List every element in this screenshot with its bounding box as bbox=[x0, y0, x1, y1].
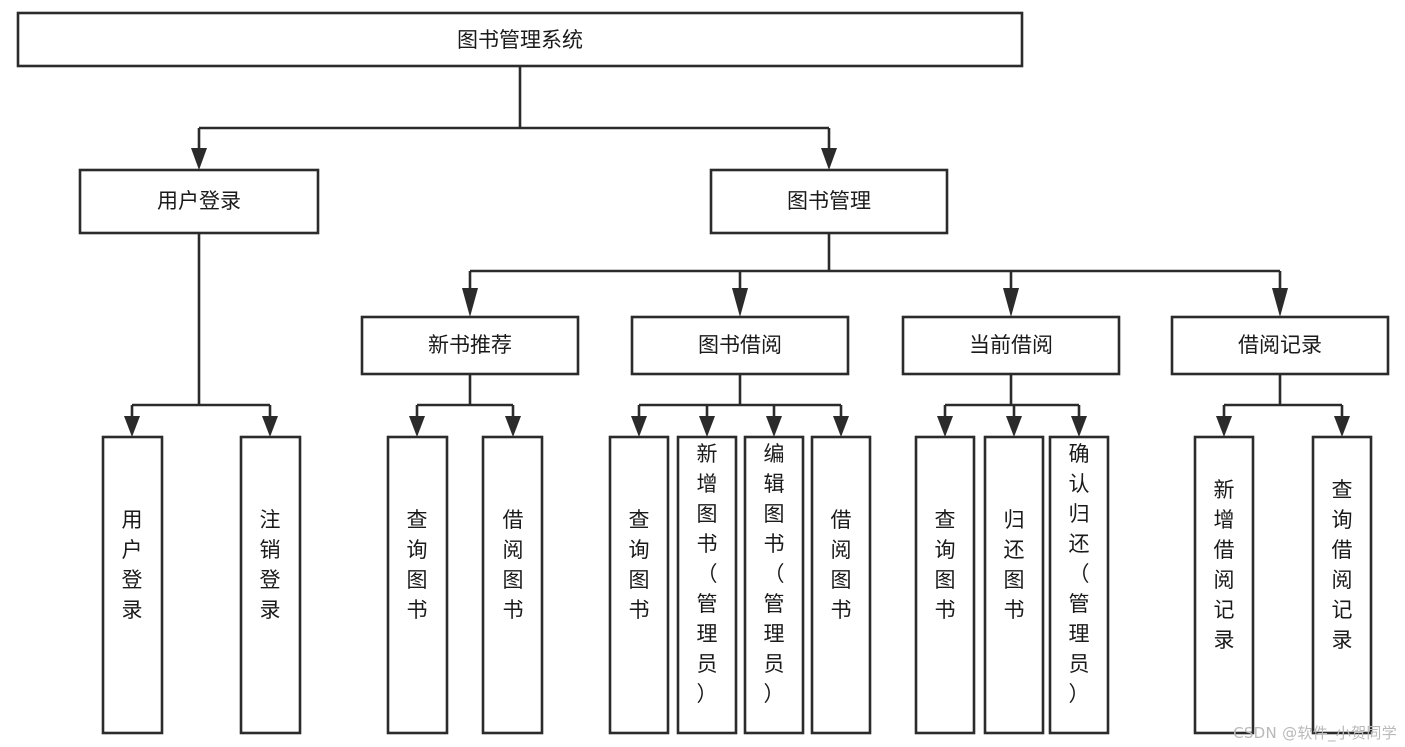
leaf-node-13-box[interactable] bbox=[1311, 435, 1373, 735]
leaf-node-6-box[interactable] bbox=[676, 435, 738, 735]
arrow-head-icon bbox=[833, 416, 849, 437]
leaf-node-9-label: 查询图书 bbox=[935, 508, 956, 622]
leaf-node-12[interactable]: 新增借阅记录 bbox=[1193, 435, 1255, 735]
leaf-node-3-label: 查询图书 bbox=[407, 508, 428, 622]
node-new-book-rec-box[interactable] bbox=[360, 315, 580, 376]
leaf-node-4-box[interactable] bbox=[481, 435, 544, 735]
csdn-watermark: CSDN @软件_小贺同学 bbox=[1233, 724, 1397, 742]
arrow-head-icon bbox=[1003, 288, 1019, 317]
arrow-head-icon bbox=[262, 416, 278, 437]
leaf-node-10-box[interactable] bbox=[983, 435, 1045, 735]
node-root-box[interactable] bbox=[16, 11, 1024, 68]
leaf-node-11[interactable]: 确认归还（管理员） bbox=[1048, 435, 1110, 735]
leaf-node-4[interactable]: 借阅图书 bbox=[481, 435, 544, 735]
arrow-head-icon bbox=[1071, 416, 1087, 437]
leaf-node-5[interactable]: 查询图书 bbox=[608, 435, 670, 735]
leaf-node-7[interactable]: 编辑图书（管理员） bbox=[743, 435, 805, 735]
node-root-label: 图书管理系统 bbox=[457, 28, 583, 52]
leaf-node-6-label: 新增图书（管理员） bbox=[697, 442, 718, 706]
leaf-node-2[interactable]: 注销登录 bbox=[239, 435, 302, 735]
node-borrow-record-label: 借阅记录 bbox=[1238, 333, 1322, 357]
node-root[interactable]: 图书管理系统 bbox=[16, 11, 1024, 68]
node-book-borrow-label: 图书借阅 bbox=[698, 333, 782, 357]
leaf-node-10[interactable]: 归还图书 bbox=[983, 435, 1045, 735]
leaf-node-2-label: 注销登录 bbox=[260, 508, 281, 622]
leaf-node-13[interactable]: 查询借阅记录 bbox=[1311, 435, 1373, 735]
node-new-book-rec-label: 新书推荐 bbox=[428, 333, 512, 357]
arrow-head-icon bbox=[505, 416, 521, 437]
node-current-borrow-box[interactable] bbox=[901, 315, 1121, 376]
leaf-node-1-box[interactable] bbox=[101, 435, 164, 735]
leaf-node-3[interactable]: 查询图书 bbox=[386, 435, 449, 735]
node-book-borrow-box[interactable] bbox=[630, 315, 850, 376]
connector-group-book-borrow bbox=[631, 374, 849, 437]
arrow-head-icon bbox=[937, 416, 953, 437]
arrow-head-icon bbox=[409, 416, 425, 437]
leaf-node-8[interactable]: 借阅图书 bbox=[810, 435, 872, 735]
connector-group-user-login bbox=[124, 233, 278, 437]
arrow-head-icon bbox=[124, 416, 140, 437]
leaf-node-9[interactable]: 查询图书 bbox=[914, 435, 976, 735]
leaf-node-11-box[interactable] bbox=[1048, 435, 1110, 735]
arrow-head-icon bbox=[462, 288, 478, 317]
leaf-node-13-label: 查询借阅记录 bbox=[1332, 478, 1353, 652]
arrow-head-icon bbox=[631, 416, 647, 437]
leaf-node-3-box[interactable] bbox=[386, 435, 449, 735]
node-book-manage[interactable]: 图书管理 bbox=[709, 168, 949, 235]
node-book-manage-box[interactable] bbox=[709, 168, 949, 235]
leaf-node-6[interactable]: 新增图书（管理员） bbox=[676, 435, 738, 735]
leaf-node-5-box[interactable] bbox=[608, 435, 670, 735]
node-book-borrow[interactable]: 图书借阅 bbox=[630, 315, 850, 376]
leaf-node-11-label: 确认归还（管理员） bbox=[1069, 442, 1090, 706]
arrow-head-icon bbox=[1334, 416, 1350, 437]
node-book-manage-label: 图书管理 bbox=[787, 189, 871, 213]
arrow-head-icon bbox=[1272, 288, 1288, 317]
leaf-node-12-box[interactable] bbox=[1193, 435, 1255, 735]
leaf-node-5-label: 查询图书 bbox=[629, 508, 650, 622]
arrow-head-icon bbox=[821, 148, 837, 170]
node-borrow-record[interactable]: 借阅记录 bbox=[1170, 315, 1390, 376]
arrow-head-icon bbox=[732, 288, 748, 317]
connector-group-current-borrow bbox=[937, 374, 1087, 437]
leaf-node-1-label: 用户登录 bbox=[122, 508, 143, 622]
leaf-node-10-label: 归还图书 bbox=[1004, 508, 1025, 622]
node-new-book-rec[interactable]: 新书推荐 bbox=[360, 315, 580, 376]
leaf-node-7-label: 编辑图书（管理员） bbox=[764, 442, 785, 706]
leaf-node-8-label: 借阅图书 bbox=[831, 508, 852, 622]
node-user-login-label: 用户登录 bbox=[157, 189, 241, 213]
arrow-head-icon bbox=[766, 416, 782, 437]
leaf-node-12-label: 新增借阅记录 bbox=[1214, 478, 1235, 652]
node-user-login-box[interactable] bbox=[78, 168, 320, 235]
leaf-node-7-box[interactable] bbox=[743, 435, 805, 735]
connector-group-book-manage bbox=[462, 233, 1288, 317]
node-current-borrow-label: 当前借阅 bbox=[969, 333, 1053, 357]
arrow-head-icon bbox=[699, 416, 715, 437]
leaf-node-1[interactable]: 用户登录 bbox=[101, 435, 164, 735]
node-current-borrow[interactable]: 当前借阅 bbox=[901, 315, 1121, 376]
connector-group-root bbox=[191, 66, 837, 170]
arrow-head-icon bbox=[1216, 416, 1232, 437]
arrow-head-icon bbox=[191, 148, 207, 170]
leaf-node-8-box[interactable] bbox=[810, 435, 872, 735]
arrow-head-icon bbox=[1006, 416, 1022, 437]
leaf-node-9-box[interactable] bbox=[914, 435, 976, 735]
connector-group-borrow-record bbox=[1216, 374, 1350, 437]
connector-group-new-book-rec bbox=[409, 374, 521, 437]
node-borrow-record-box[interactable] bbox=[1170, 315, 1390, 376]
node-user-login[interactable]: 用户登录 bbox=[78, 168, 320, 235]
leaf-node-4-label: 借阅图书 bbox=[503, 508, 524, 622]
leaf-node-2-box[interactable] bbox=[239, 435, 302, 735]
